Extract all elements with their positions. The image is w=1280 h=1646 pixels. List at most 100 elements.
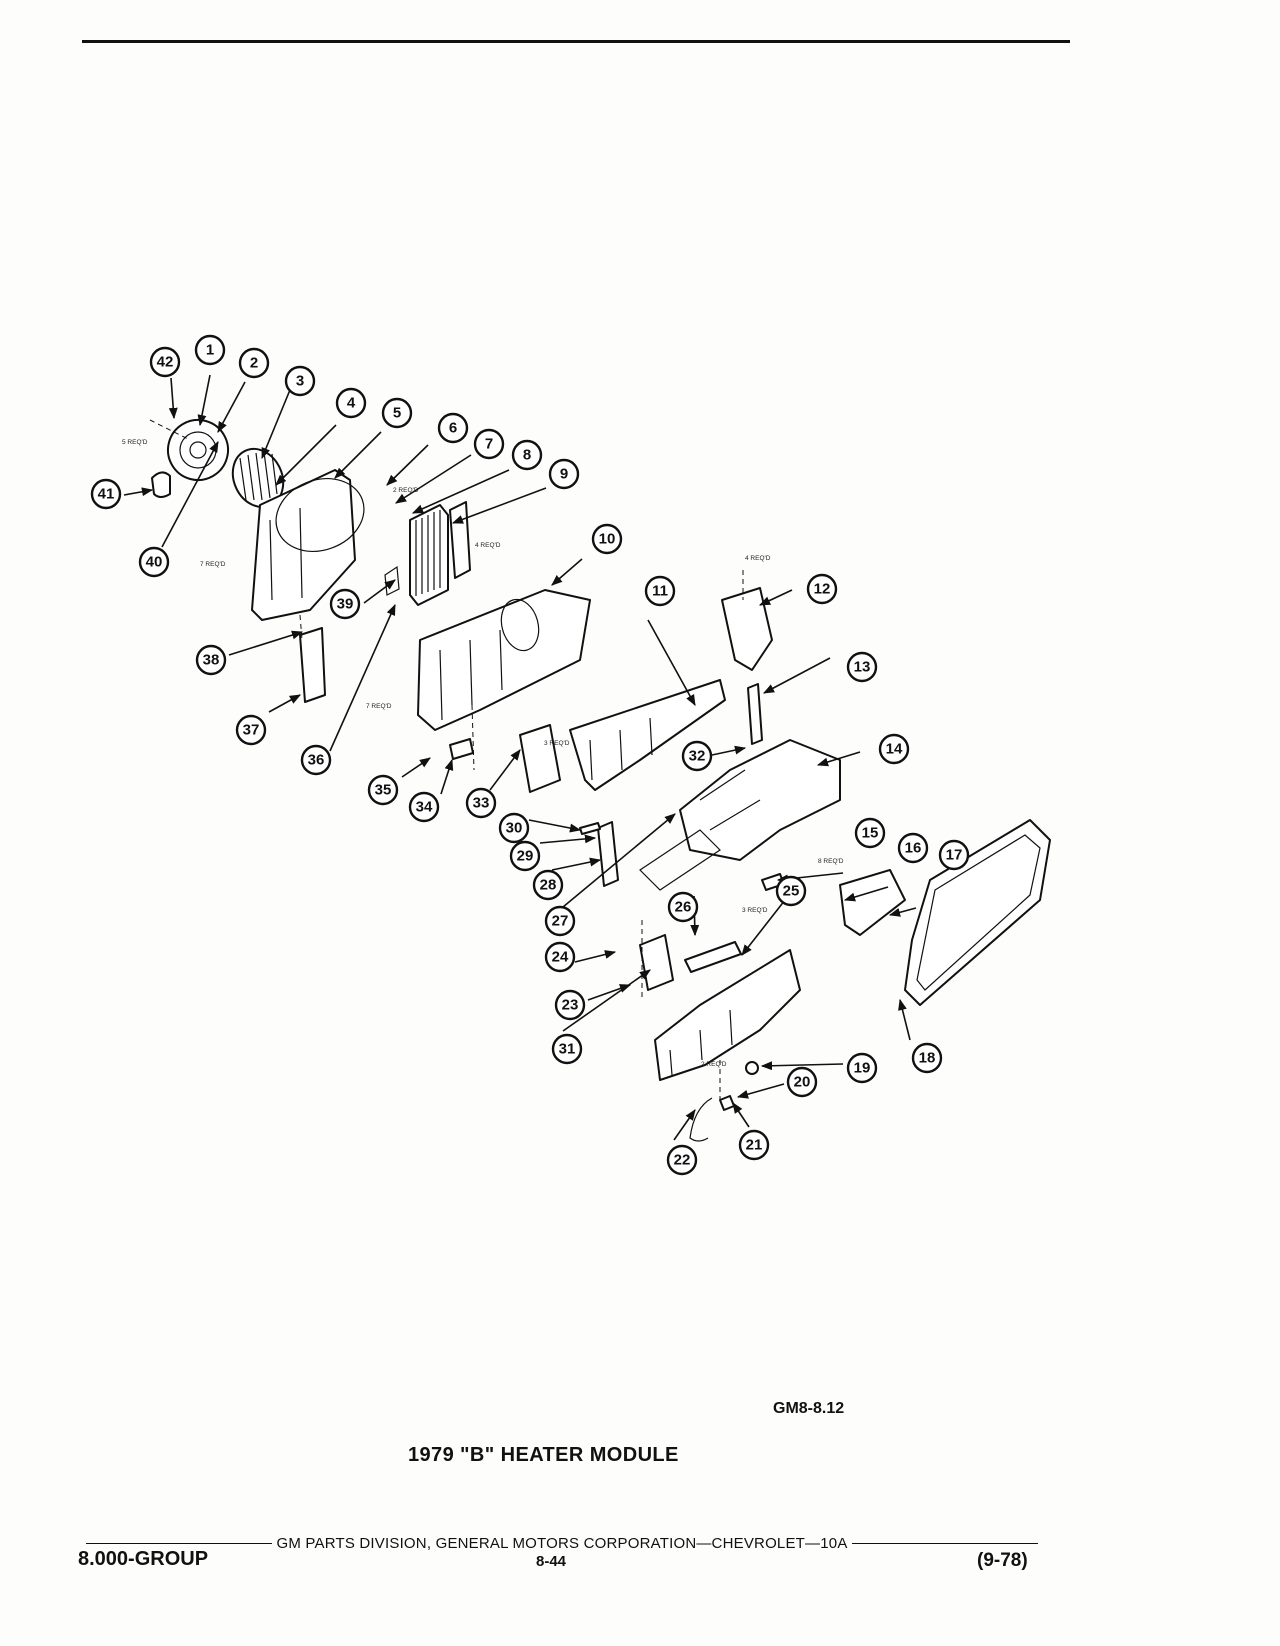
callout-26: 26 — [667, 891, 699, 923]
callout-30: 30 — [498, 812, 530, 844]
part-seal-frame-18 — [904, 819, 1051, 1006]
callout-21: 21 — [738, 1129, 770, 1161]
part-panel-33 — [519, 724, 561, 793]
svg-text:7: 7 — [485, 436, 493, 453]
part-bracket-34 — [449, 738, 474, 760]
svg-text:16: 16 — [905, 840, 922, 857]
callout-34: 34 — [408, 791, 440, 823]
svg-text:15: 15 — [862, 825, 879, 842]
svg-text:39: 39 — [337, 596, 354, 613]
svg-text:21: 21 — [746, 1137, 763, 1154]
svg-text:30: 30 — [506, 820, 523, 837]
svg-text:6: 6 — [449, 420, 457, 437]
svg-text:10: 10 — [599, 531, 616, 548]
callout-39: 39 — [329, 588, 361, 620]
svg-text:17: 17 — [946, 847, 963, 864]
svg-text:29: 29 — [517, 848, 534, 865]
svg-text:25: 25 — [783, 883, 800, 900]
part-vent-hose — [151, 471, 171, 498]
svg-text:31: 31 — [559, 1041, 576, 1058]
svg-text:9: 9 — [560, 466, 568, 483]
svg-text:37: 37 — [243, 722, 260, 739]
qty-note: 5 REQ'D — [122, 439, 148, 446]
part-valve-23 — [639, 934, 674, 991]
part-grommet-19 — [745, 1061, 759, 1075]
svg-text:34: 34 — [416, 799, 433, 816]
svg-text:3: 3 — [296, 373, 304, 390]
svg-text:20: 20 — [794, 1074, 811, 1091]
centerline-core — [471, 704, 475, 771]
callout-1: 1 — [194, 334, 226, 366]
callout-40: 40 — [138, 546, 170, 578]
qty-note: 4 REQ'D — [475, 542, 501, 549]
part-tube-36 — [384, 565, 400, 596]
svg-text:27: 27 — [552, 913, 569, 930]
footer-group: 8.000-GROUP — [78, 1548, 209, 1570]
figure-code: GM8-8.12 — [773, 1400, 845, 1417]
part-blower-motor — [167, 419, 229, 481]
callout-19: 19 — [846, 1052, 878, 1084]
callout-23: 23 — [554, 989, 586, 1021]
svg-text:23: 23 — [562, 997, 579, 1014]
callout-13: 13 — [846, 651, 878, 683]
svg-text:41: 41 — [98, 486, 115, 503]
callout-9: 9 — [548, 458, 580, 490]
callout-32: 32 — [681, 740, 713, 772]
svg-text:11: 11 — [652, 583, 668, 600]
svg-text:40: 40 — [146, 554, 163, 571]
svg-text:13: 13 — [854, 659, 871, 676]
callout-20: 20 — [786, 1066, 818, 1098]
callout-17: 17 — [938, 839, 970, 871]
svg-text:28: 28 — [540, 877, 557, 894]
part-heater-core — [409, 504, 449, 606]
footer-rule-left — [86, 1542, 273, 1545]
part-strip-30 — [579, 822, 601, 835]
callout-6: 6 — [437, 412, 469, 444]
part-seal-29 — [597, 821, 619, 887]
svg-text:1: 1 — [206, 342, 214, 359]
footer-page-number: 8-44 — [536, 1553, 567, 1570]
callout-14: 14 — [878, 733, 910, 765]
callout-12: 12 — [806, 573, 838, 605]
figure-title: 1979 "B" HEATER MODULE — [408, 1444, 679, 1466]
part-lower-duct — [654, 949, 801, 1081]
footer-rule-right — [851, 1542, 1038, 1545]
callout-38: 38 — [195, 644, 227, 676]
qty-note: 3 REQ'D — [742, 907, 768, 914]
qty-note: 8 REQ'D — [818, 858, 844, 865]
svg-text:22: 22 — [674, 1152, 691, 1169]
qty-note: 2 REQ'D — [701, 1061, 727, 1068]
callout-42: 42 — [149, 346, 181, 378]
qty-note: 2 REQ'D — [393, 487, 419, 494]
callout-18: 18 — [911, 1042, 943, 1074]
part-door-26 — [684, 941, 742, 973]
svg-text:36: 36 — [308, 752, 325, 769]
callout-15: 15 — [854, 817, 886, 849]
qty-note: 4 REQ'D — [745, 555, 771, 562]
footer-division-line: GM PARTS DIVISION, GENERAL MOTORS CORPOR… — [86, 1535, 1038, 1552]
svg-text:14: 14 — [886, 741, 903, 758]
top-rule — [82, 40, 1070, 43]
callout-27: 27 — [544, 905, 576, 937]
svg-text:19: 19 — [854, 1060, 871, 1077]
callout-16: 16 — [897, 832, 929, 864]
svg-text:5: 5 — [393, 405, 401, 422]
callout-25: 25 — [775, 875, 807, 907]
callout-2: 2 — [238, 347, 270, 379]
callout-10: 10 — [591, 523, 623, 555]
svg-text:42: 42 — [157, 354, 174, 371]
qty-note: 7 REQ'D — [200, 561, 226, 568]
svg-text:35: 35 — [375, 782, 392, 799]
part-defroster-duct — [721, 587, 773, 671]
callout-35: 35 — [367, 774, 399, 806]
svg-text:8: 8 — [523, 447, 531, 464]
part-cable-22 — [689, 1095, 735, 1142]
callout-33: 33 — [465, 787, 497, 819]
part-core-seal — [449, 501, 471, 579]
part-duct-11 — [569, 679, 726, 791]
part-seal-13 — [747, 683, 763, 745]
callout-41: 41 — [90, 478, 122, 510]
svg-text:2: 2 — [250, 355, 258, 372]
svg-text:12: 12 — [814, 581, 831, 598]
